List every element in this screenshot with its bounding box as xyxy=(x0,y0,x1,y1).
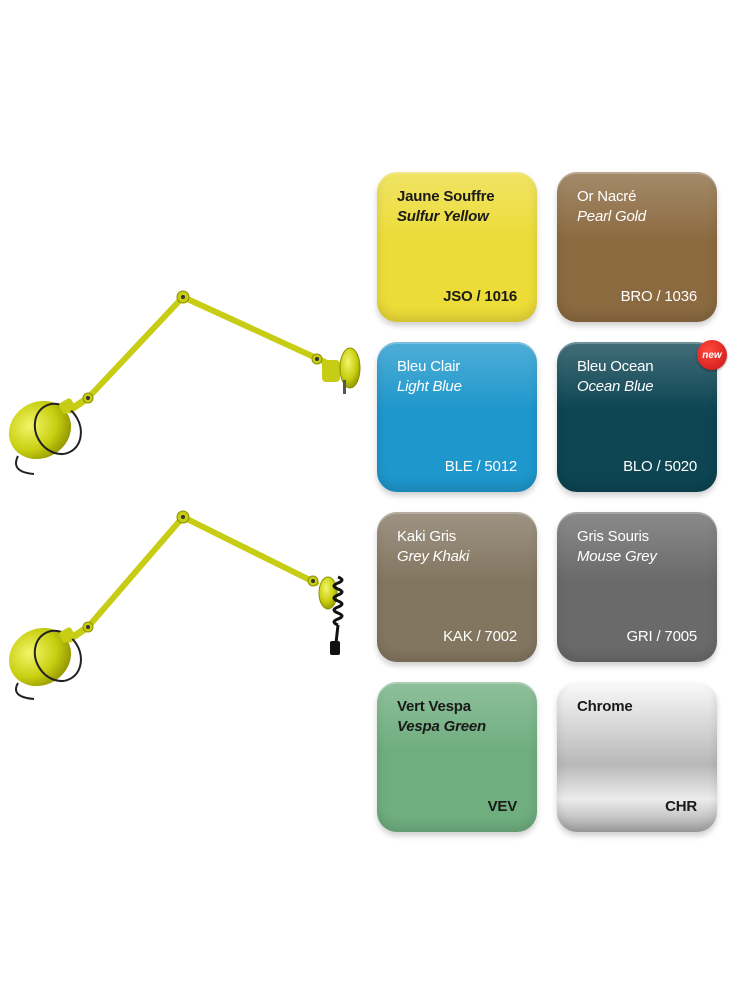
wall-lamp-plug-cord-icon xyxy=(8,510,344,700)
swatch-grey-khaki[interactable]: Kaki Gris Grey Khaki KAK / 7002 xyxy=(377,512,537,662)
swatch-name-fr: Bleu Clair xyxy=(397,358,461,375)
swatch-name-en: Vespa Green xyxy=(397,718,486,735)
swatch-name-en: Mouse Grey xyxy=(577,548,657,565)
swatch-name-fr: Kaki Gris xyxy=(397,528,457,545)
swatch-code: KAK / 7002 xyxy=(443,628,517,645)
swatch-name-fr: Jaune Souffre xyxy=(397,188,495,205)
swatch-ocean-blue[interactable]: new Bleu Ocean Ocean Blue BLO / 5020 xyxy=(557,340,727,492)
swatch-name-en: Grey Khaki xyxy=(397,548,470,565)
swatch-code: JSO / 1016 xyxy=(443,288,517,305)
swatch-pearl-gold[interactable]: Or Nacré Pearl Gold BRO / 1036 xyxy=(557,172,717,322)
new-badge: new xyxy=(697,340,727,370)
wall-lamp-fixed-mount xyxy=(0,280,370,480)
swatch-name-fr: Gris Souris xyxy=(577,528,649,545)
swatch-name-fr: Vert Vespa xyxy=(397,698,471,715)
swatch-name-en: Pearl Gold xyxy=(577,208,646,225)
swatch-name-en: Light Blue xyxy=(397,378,462,395)
swatch-code: BLE / 5012 xyxy=(444,458,517,475)
swatch-name-fr: Bleu Ocean xyxy=(577,358,654,375)
swatch-code: CHR xyxy=(665,798,697,815)
swatch-vespa-green[interactable]: Vert Vespa Vespa Green VEV xyxy=(377,682,537,832)
swatch-code: BRO / 1036 xyxy=(620,288,698,305)
swatch-light-blue[interactable]: Bleu Clair Light Blue BLE / 5012 xyxy=(377,342,537,492)
swatch-sulfur-yellow[interactable]: Jaune Souffre Sulfur Yellow JSO / 1016 xyxy=(377,172,537,322)
swatch-code: GRI / 7005 xyxy=(626,628,697,645)
wall-lamp-fixed-mount-icon xyxy=(8,290,361,475)
swatch-name-en: Sulfur Yellow xyxy=(397,208,489,225)
swatch-name-fr: Or Nacré xyxy=(577,188,637,205)
wall-lamp-plug-cord xyxy=(0,505,370,705)
swatch-name-fr: Chrome xyxy=(577,698,633,715)
swatch-code: VEV xyxy=(487,798,518,815)
swatch-mouse-grey[interactable]: Gris Souris Mouse Grey GRI / 7005 xyxy=(557,512,717,662)
swatch-chrome[interactable]: Chrome CHR xyxy=(557,682,717,832)
swatch-name-en: Ocean Blue xyxy=(577,378,654,395)
swatch-code: BLO / 5020 xyxy=(623,458,697,475)
color-swatch-grid: Jaune Souffre Sulfur Yellow JSO / 1016 O… xyxy=(377,172,727,834)
